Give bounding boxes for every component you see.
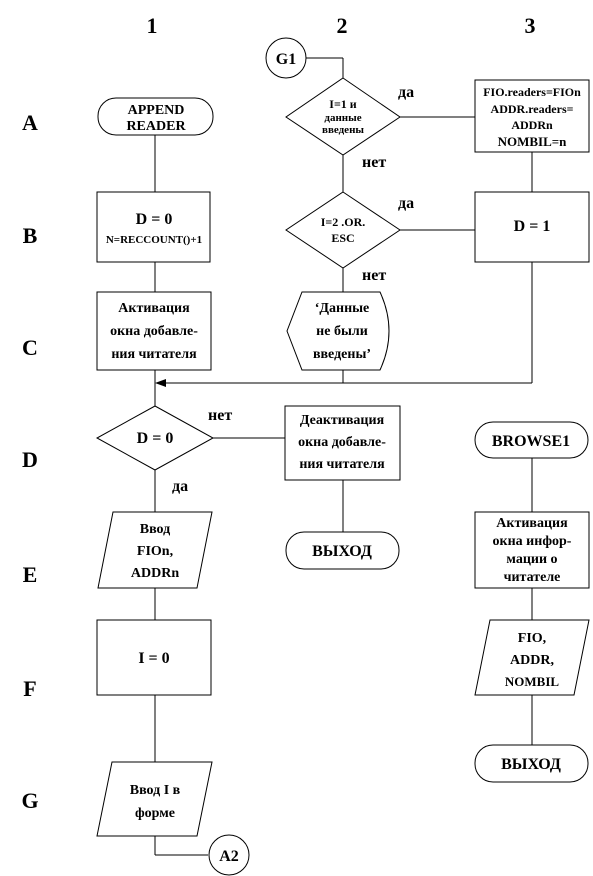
exit-terminator-col2: ВЫХОД	[285, 531, 400, 570]
activate-add-line-1: Активация	[118, 301, 190, 316]
activate-info-window-process: Активация окна инфор- мации о читателе	[474, 511, 590, 589]
init-d-line-2: N=RECCOUNT()+1	[106, 234, 202, 246]
row-label-a: A	[22, 110, 38, 135]
row-label-e: E	[23, 562, 38, 587]
connector-a2-label: A2	[219, 848, 239, 865]
append-reader-line-1: APPEND	[128, 103, 185, 118]
activate-info-line-1: Активация	[496, 516, 568, 531]
activate-add-line-3: ния читателя	[111, 347, 197, 362]
assign-line-2: ADDR.readers=	[491, 102, 574, 116]
browse1-terminator: BROWSE1	[474, 421, 589, 459]
data-entered-line-2: данные	[324, 112, 361, 124]
data-entered-line-3: введены	[322, 124, 364, 136]
no-data-display: ‘Данные не были введены’	[286, 291, 390, 371]
data-entered-line-1: I=1 и	[329, 97, 357, 111]
input-fio-line-1: Ввод	[140, 522, 170, 537]
output-line-1: FIO,	[518, 631, 546, 646]
assign-line-4: NOMBIL=n	[498, 134, 568, 149]
no-data-line-1: ‘Данные	[315, 301, 370, 316]
merge-arrowhead	[155, 379, 166, 387]
input-fio-line-2: FIOn,	[137, 544, 173, 559]
deactivate-line-3: ния читателя	[299, 457, 385, 472]
assign-line-3: ADDRn	[511, 118, 553, 132]
browse1-label: BROWSE1	[492, 433, 570, 450]
deactivate-add-window-process: Деактивация окна добавле- ния читателя	[284, 405, 401, 481]
init-d-process: D = 0 N=RECCOUNT()+1	[96, 191, 211, 263]
edge-label-yes-a: да	[398, 84, 414, 101]
activate-info-line-2: окна инфор-	[493, 534, 572, 549]
edge-label-no-a: нет	[362, 154, 386, 171]
input-i-line-1: Ввод I в	[130, 783, 181, 798]
column-header-2: 2	[337, 13, 348, 38]
row-label-c: C	[22, 335, 38, 360]
activate-add-line-2: окна добавле-	[110, 324, 198, 339]
column-header-1: 1	[147, 13, 158, 38]
assign-line-1: FIO.readers=FIOn	[483, 85, 581, 99]
edge-label-yes-b: да	[398, 195, 414, 212]
input-fio-line-3: ADDRn	[131, 566, 179, 581]
column-header-3: 3	[525, 13, 536, 38]
append-reader-terminator: APPEND READER	[97, 97, 214, 136]
row-label-f: F	[23, 676, 36, 701]
input-i-line-2: форме	[135, 806, 175, 821]
activate-info-line-3: мации о	[506, 552, 557, 567]
exit-col2-label: ВЫХОД	[312, 543, 372, 560]
assign-fields-process: FIO.readers=FIOn ADDR.readers= ADDRn NOM…	[474, 79, 590, 153]
data-entered-decision: I=1 и данные введены	[285, 77, 401, 156]
i-zero-process: I = 0	[96, 619, 212, 696]
activate-add-window-process: Активация окна добавле- ния читателя	[96, 291, 212, 371]
edge-label-no-b: нет	[362, 267, 386, 284]
row-label-b: B	[23, 223, 38, 248]
init-d-line-1: D = 0	[136, 211, 173, 228]
activate-info-line-4: читателе	[504, 570, 561, 585]
output-fields-io: FIO, ADDR, NOMBIL	[474, 619, 590, 696]
i-zero-label: I = 0	[138, 650, 169, 667]
d-zero-decision-label: D = 0	[137, 430, 174, 447]
connector-g1: G1	[265, 37, 307, 79]
esc-line-1: I=2 .OR.	[321, 215, 366, 229]
deactivate-line-2: окна добавле-	[298, 435, 386, 450]
esc-line-2: ESC	[331, 231, 354, 245]
row-label-g: G	[21, 788, 38, 813]
input-fio-addr-io: Ввод FIOn, ADDRn	[97, 511, 213, 589]
input-i-form-io: Ввод I в форме	[96, 761, 213, 837]
no-data-line-3: введены’	[313, 347, 371, 362]
d-zero-decision: D = 0	[95, 405, 215, 471]
no-data-line-2: не были	[316, 324, 368, 339]
edge-label-yes-d: да	[172, 478, 188, 495]
connector-a2: A2	[208, 834, 250, 876]
output-line-3: NOMBIL	[505, 674, 560, 689]
append-reader-line-2: READER	[126, 119, 186, 134]
d-one-label: D = 1	[514, 218, 551, 235]
exit-col3-label: ВЫХОД	[501, 756, 561, 773]
exit-terminator-col3: ВЫХОД	[474, 744, 589, 783]
d-one-process: D = 1	[474, 191, 590, 263]
connector-g1-label: G1	[276, 51, 296, 68]
output-line-2: ADDR,	[510, 653, 554, 668]
edge-label-no-d: нет	[208, 407, 232, 424]
row-label-d: D	[22, 447, 38, 472]
esc-decision: I=2 .OR. ESC	[285, 191, 401, 269]
connector-lines	[154, 57, 533, 856]
deactivate-line-1: Деактивация	[300, 413, 385, 428]
